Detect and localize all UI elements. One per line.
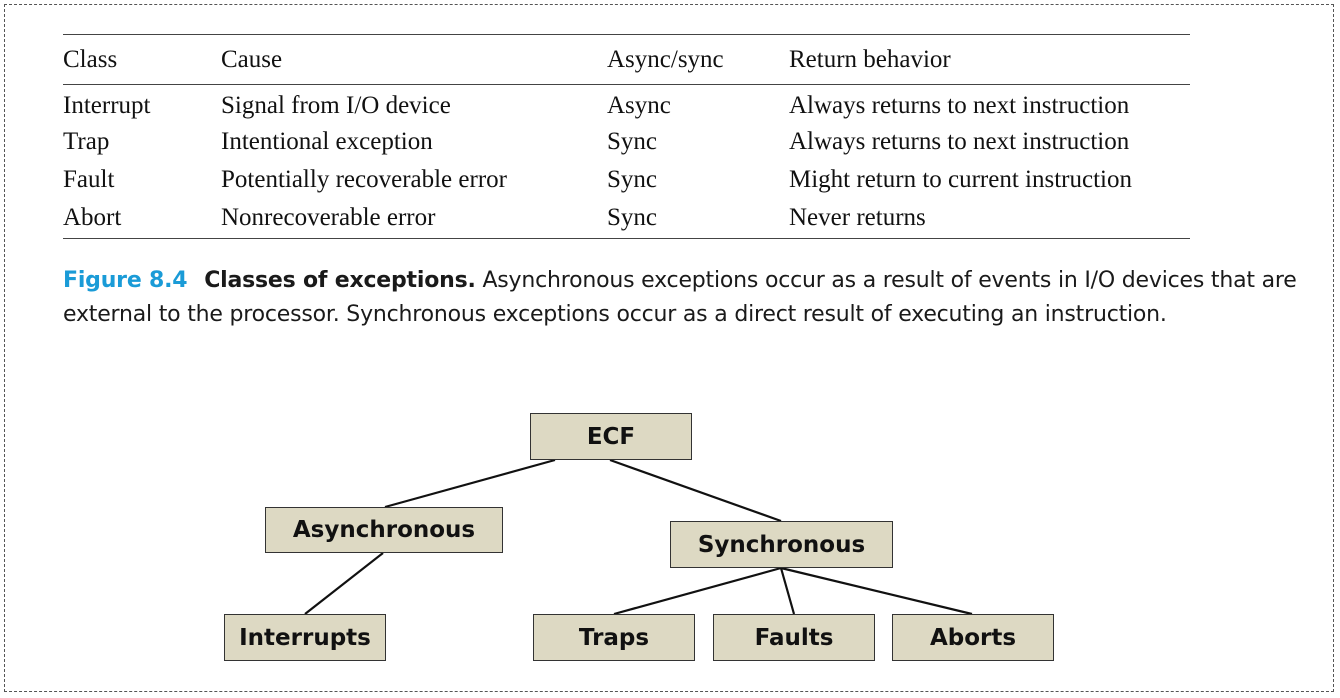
node-synchronous: Synchronous	[670, 521, 893, 568]
table-row: Fault Potentially recoverable error Sync…	[63, 161, 1190, 199]
cell-class: Interrupt	[63, 91, 151, 119]
edge-sync-aborts	[780, 566, 973, 616]
cell-return-behavior: Always returns to next instruction	[789, 91, 1130, 119]
cell-class: Fault	[63, 165, 115, 193]
table-row: Interrupt Signal from I/O device Async A…	[63, 85, 1190, 123]
cell-class: Abort	[63, 198, 221, 239]
cell-return-behavior: Never returns	[789, 198, 1190, 239]
figure-caption: Figure 8.4 Classes of exceptions. Asynch…	[63, 264, 1313, 332]
figure-label: Figure 8.4	[63, 268, 188, 293]
cell-cause: Signal from I/O device	[221, 91, 451, 119]
node-aborts: Aborts	[892, 614, 1054, 661]
cell-async-sync: Async	[607, 91, 671, 119]
header-return-behavior: Return behavior	[789, 34, 1190, 85]
cell-async-sync: Sync	[607, 127, 657, 155]
cell-async-sync: Sync	[607, 165, 657, 193]
node-asynchronous: Asynchronous	[265, 507, 503, 553]
header-class: Class	[63, 34, 221, 85]
dashed-frame	[4, 4, 1334, 692]
edge-ecf-async	[384, 458, 556, 509]
edge-async-interrupts	[304, 552, 384, 615]
edge-sync-faults	[779, 567, 796, 615]
cell-return-behavior: Might return to current instruction	[789, 165, 1132, 193]
node-traps: Traps	[533, 614, 695, 661]
cell-class: Trap	[63, 127, 110, 155]
header-async-sync: Async/sync	[607, 34, 789, 85]
edge-ecf-sync	[609, 458, 782, 523]
caption-title: Classes of exceptions.	[204, 268, 476, 293]
table-row: Abort Nonrecoverable error Sync Never re…	[63, 198, 1190, 239]
node-ecf: ECF	[530, 413, 692, 460]
exception-classes-table: Class Cause Async/sync Return behavior I…	[63, 34, 1190, 239]
node-faults: Faults	[713, 614, 875, 661]
caption-text: Asynchronous exceptions occur as a resul…	[63, 268, 1297, 327]
header-cause: Cause	[221, 34, 607, 85]
cell-cause: Potentially recoverable error	[221, 165, 507, 193]
table-header-row: Class Cause Async/sync Return behavior	[63, 34, 1190, 85]
node-interrupts: Interrupts	[224, 614, 386, 661]
cell-return-behavior: Always returns to next instruction	[789, 127, 1130, 155]
edge-sync-traps	[613, 566, 782, 616]
cell-cause: Nonrecoverable error	[221, 198, 607, 239]
table-row: Trap Intentional exception Sync Always r…	[63, 123, 1190, 161]
cell-cause: Intentional exception	[221, 127, 433, 155]
cell-async-sync: Sync	[607, 198, 789, 239]
